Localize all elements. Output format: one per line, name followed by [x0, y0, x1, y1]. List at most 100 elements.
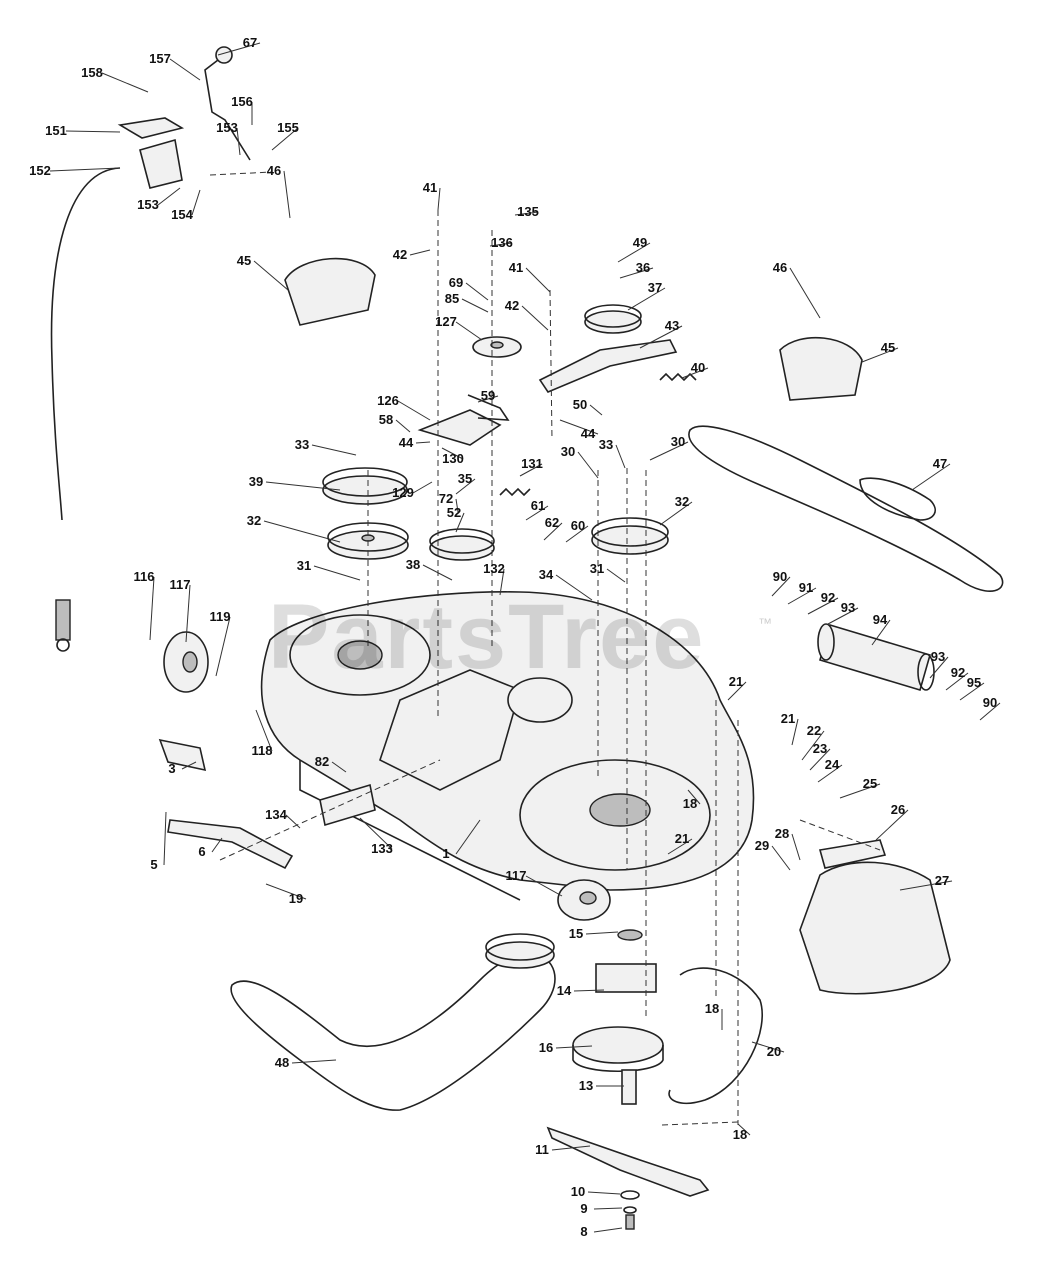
spring-40: [659, 372, 697, 382]
callout-c-40: 40: [681, 360, 709, 379]
leader-line: [875, 809, 909, 841]
part-number-label: 153: [216, 120, 238, 135]
part-number-label: 21: [781, 711, 795, 726]
leader-line: [163, 811, 167, 866]
leader-line: [727, 681, 747, 701]
callout-c-21b: 21: [781, 711, 799, 746]
callout-c-41b: 41: [509, 260, 551, 293]
part-number-label: 69: [449, 275, 463, 290]
callout-c-45a: 45: [237, 253, 289, 291]
callout-c-42a: 42: [393, 247, 431, 262]
part-number-label: 158: [81, 65, 103, 80]
callout-c-31a: 31: [297, 558, 361, 581]
part-number-label: 8: [580, 1224, 587, 1239]
assembly-lines: [209, 171, 881, 1126]
callout-c-91: 91: [787, 580, 817, 605]
part-number-label: 48: [275, 1055, 289, 1070]
callout-c-90b: 90: [979, 695, 1001, 721]
leader-line: [809, 748, 831, 771]
part-number-label: 6: [198, 844, 205, 859]
leader-line: [157, 187, 181, 206]
part-number-label: 10: [571, 1184, 585, 1199]
callout-c-34: 34: [539, 567, 593, 601]
part-number-label: 92: [821, 590, 835, 605]
leader-line: [455, 819, 481, 855]
callout-c-50: 50: [573, 397, 603, 416]
leader-line: [945, 672, 969, 691]
leader-line: [455, 478, 476, 495]
part-number-label: 132: [483, 561, 505, 576]
part-number-label: 85: [445, 291, 459, 306]
callout-c-92a: 92: [807, 590, 839, 615]
part-number-label: 21: [729, 674, 743, 689]
part-number-label: 44: [399, 435, 414, 450]
leader-line: [817, 764, 843, 783]
part-number-label: 118: [252, 743, 273, 758]
part-number-label: 50: [573, 397, 587, 412]
part-number-label: 45: [881, 340, 895, 355]
part-number-label: 130: [442, 451, 464, 466]
leader-line: [465, 282, 489, 301]
callout-c-90a: 90: [771, 569, 791, 597]
pulley-right: [591, 517, 669, 555]
belt-cover-right: [779, 336, 863, 401]
part-number-label: 116: [134, 569, 155, 584]
part-number-label: 31: [297, 558, 311, 573]
leader-line: [649, 441, 689, 461]
part-number-label: 11: [535, 1142, 549, 1157]
part-number-label: 49: [633, 235, 647, 250]
leader-line: [771, 845, 791, 871]
leader-line: [519, 463, 543, 477]
belt-cover-left: [284, 257, 376, 326]
callout-c-127: 127: [435, 314, 483, 341]
callout-c-59: 59: [477, 388, 499, 403]
callout-c-33b: 33: [599, 437, 626, 469]
part-number-label: 152: [29, 163, 51, 178]
callout-c-69: 69: [449, 275, 489, 301]
callout-c-136: 136: [489, 235, 513, 250]
callout-c-46b: 46: [773, 260, 821, 319]
leader-line: [514, 211, 539, 216]
callout-c-153a: 153: [216, 120, 241, 156]
callout-c-32b: 32: [659, 494, 693, 526]
leader-line: [559, 419, 599, 435]
leader-line: [211, 837, 223, 853]
callout-c-133: 133: [359, 817, 393, 856]
leader-line: [929, 656, 949, 679]
leader-line: [185, 584, 191, 643]
idler-pulley-127: [472, 336, 522, 358]
part-number-label: 31: [590, 561, 604, 576]
part-number-label: 154: [171, 207, 193, 222]
part-number-label: 16: [539, 1040, 553, 1055]
part-number-label: 23: [813, 741, 827, 756]
part-number-label: 9: [580, 1201, 587, 1216]
leader-line: [639, 325, 683, 349]
leader-line: [789, 267, 821, 319]
part-number-label: 135: [517, 204, 539, 219]
callout-c-153b: 153: [137, 187, 181, 212]
leader-line: [441, 447, 464, 460]
leader-line: [871, 619, 891, 646]
callout-c-37: 37: [627, 280, 666, 311]
callout-c-52: 52: [447, 505, 465, 533]
part-number-label: 151: [45, 123, 67, 138]
callout-c-18b: 18: [705, 1001, 723, 1030]
front-link-3: [158, 738, 207, 772]
part-number-label: 30: [671, 434, 685, 449]
callout-c-25: 25: [839, 776, 881, 799]
callout-c-39: 39: [249, 474, 341, 491]
part-number-label: 127: [435, 314, 457, 329]
callout-c-9: 9: [580, 1201, 623, 1216]
blade-bolt: [625, 1214, 635, 1230]
part-number-label: 40: [691, 360, 705, 375]
callout-c-48: 48: [275, 1055, 337, 1070]
leader-line: [979, 702, 1001, 721]
callout-c-29: 29: [755, 838, 791, 871]
mower-blade: [546, 1126, 710, 1197]
leader-line: [565, 525, 589, 543]
callout-c-156: 156: [231, 94, 253, 125]
part-number-label: 155: [277, 120, 299, 135]
leader-line: [437, 187, 441, 211]
